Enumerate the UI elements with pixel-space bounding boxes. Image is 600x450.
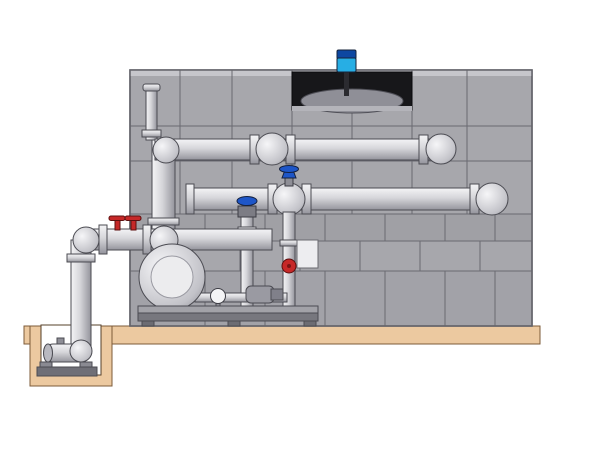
- blue-gate-valve: [236, 196, 258, 206]
- tank-outline: [129, 69, 533, 327]
- sump-pump-base: [36, 366, 98, 377]
- vent-pipe-collar: [141, 129, 162, 138]
- pump-end-cap: [43, 343, 53, 363]
- valve-lever: [124, 215, 142, 221]
- pipe-coupling-sphere-middle: [272, 182, 306, 216]
- skid-foot: [227, 320, 241, 327]
- valve-hub: [287, 264, 291, 268]
- suction-header: [72, 215, 273, 255]
- booster-pump: [245, 285, 275, 304]
- sensor-probe: [344, 70, 349, 96]
- sump-assembly: [36, 239, 98, 377]
- skid-foot: [303, 320, 317, 327]
- valve-body: [237, 205, 257, 218]
- middle-distribution-pipe: [189, 187, 479, 211]
- suction-elbow: [72, 226, 100, 254]
- downpipe-collar: [66, 253, 96, 263]
- riser-collar: [147, 217, 180, 226]
- pump-skid-frame: [137, 305, 319, 327]
- pump-face: [150, 255, 194, 299]
- booster-motor: [270, 288, 284, 301]
- valve-handwheel: [279, 165, 299, 173]
- pipe-flange: [185, 183, 195, 215]
- control-box: [296, 239, 319, 269]
- downpipe-elbow: [69, 339, 93, 363]
- red-ball-valve-1: [108, 215, 126, 231]
- skid-foot: [141, 320, 155, 327]
- pipe-coupling-sphere-upper: [255, 132, 289, 166]
- pipe-collar: [279, 239, 299, 247]
- valve-lever: [108, 215, 126, 221]
- upper-pipe-elbow: [152, 136, 180, 164]
- skid-rail-top: [137, 305, 319, 314]
- piping: [141, 83, 509, 242]
- sensor-body: [336, 57, 357, 73]
- pipe-end-ball-upper: [425, 133, 457, 165]
- pipe-collar: [98, 224, 108, 255]
- red-ball-valve-2: [124, 215, 142, 231]
- skid-rail-bottom: [137, 312, 319, 322]
- vent-pipe-cap: [142, 83, 161, 92]
- pressure-gauge: [210, 288, 226, 304]
- tank-opening-rim: [292, 106, 412, 111]
- blue-globe-valve: [279, 165, 299, 187]
- tank-top-opening: [291, 71, 413, 114]
- pipe-end-ball-middle: [475, 182, 509, 216]
- level-sensor: [336, 49, 357, 96]
- pump-skid: [137, 239, 319, 327]
